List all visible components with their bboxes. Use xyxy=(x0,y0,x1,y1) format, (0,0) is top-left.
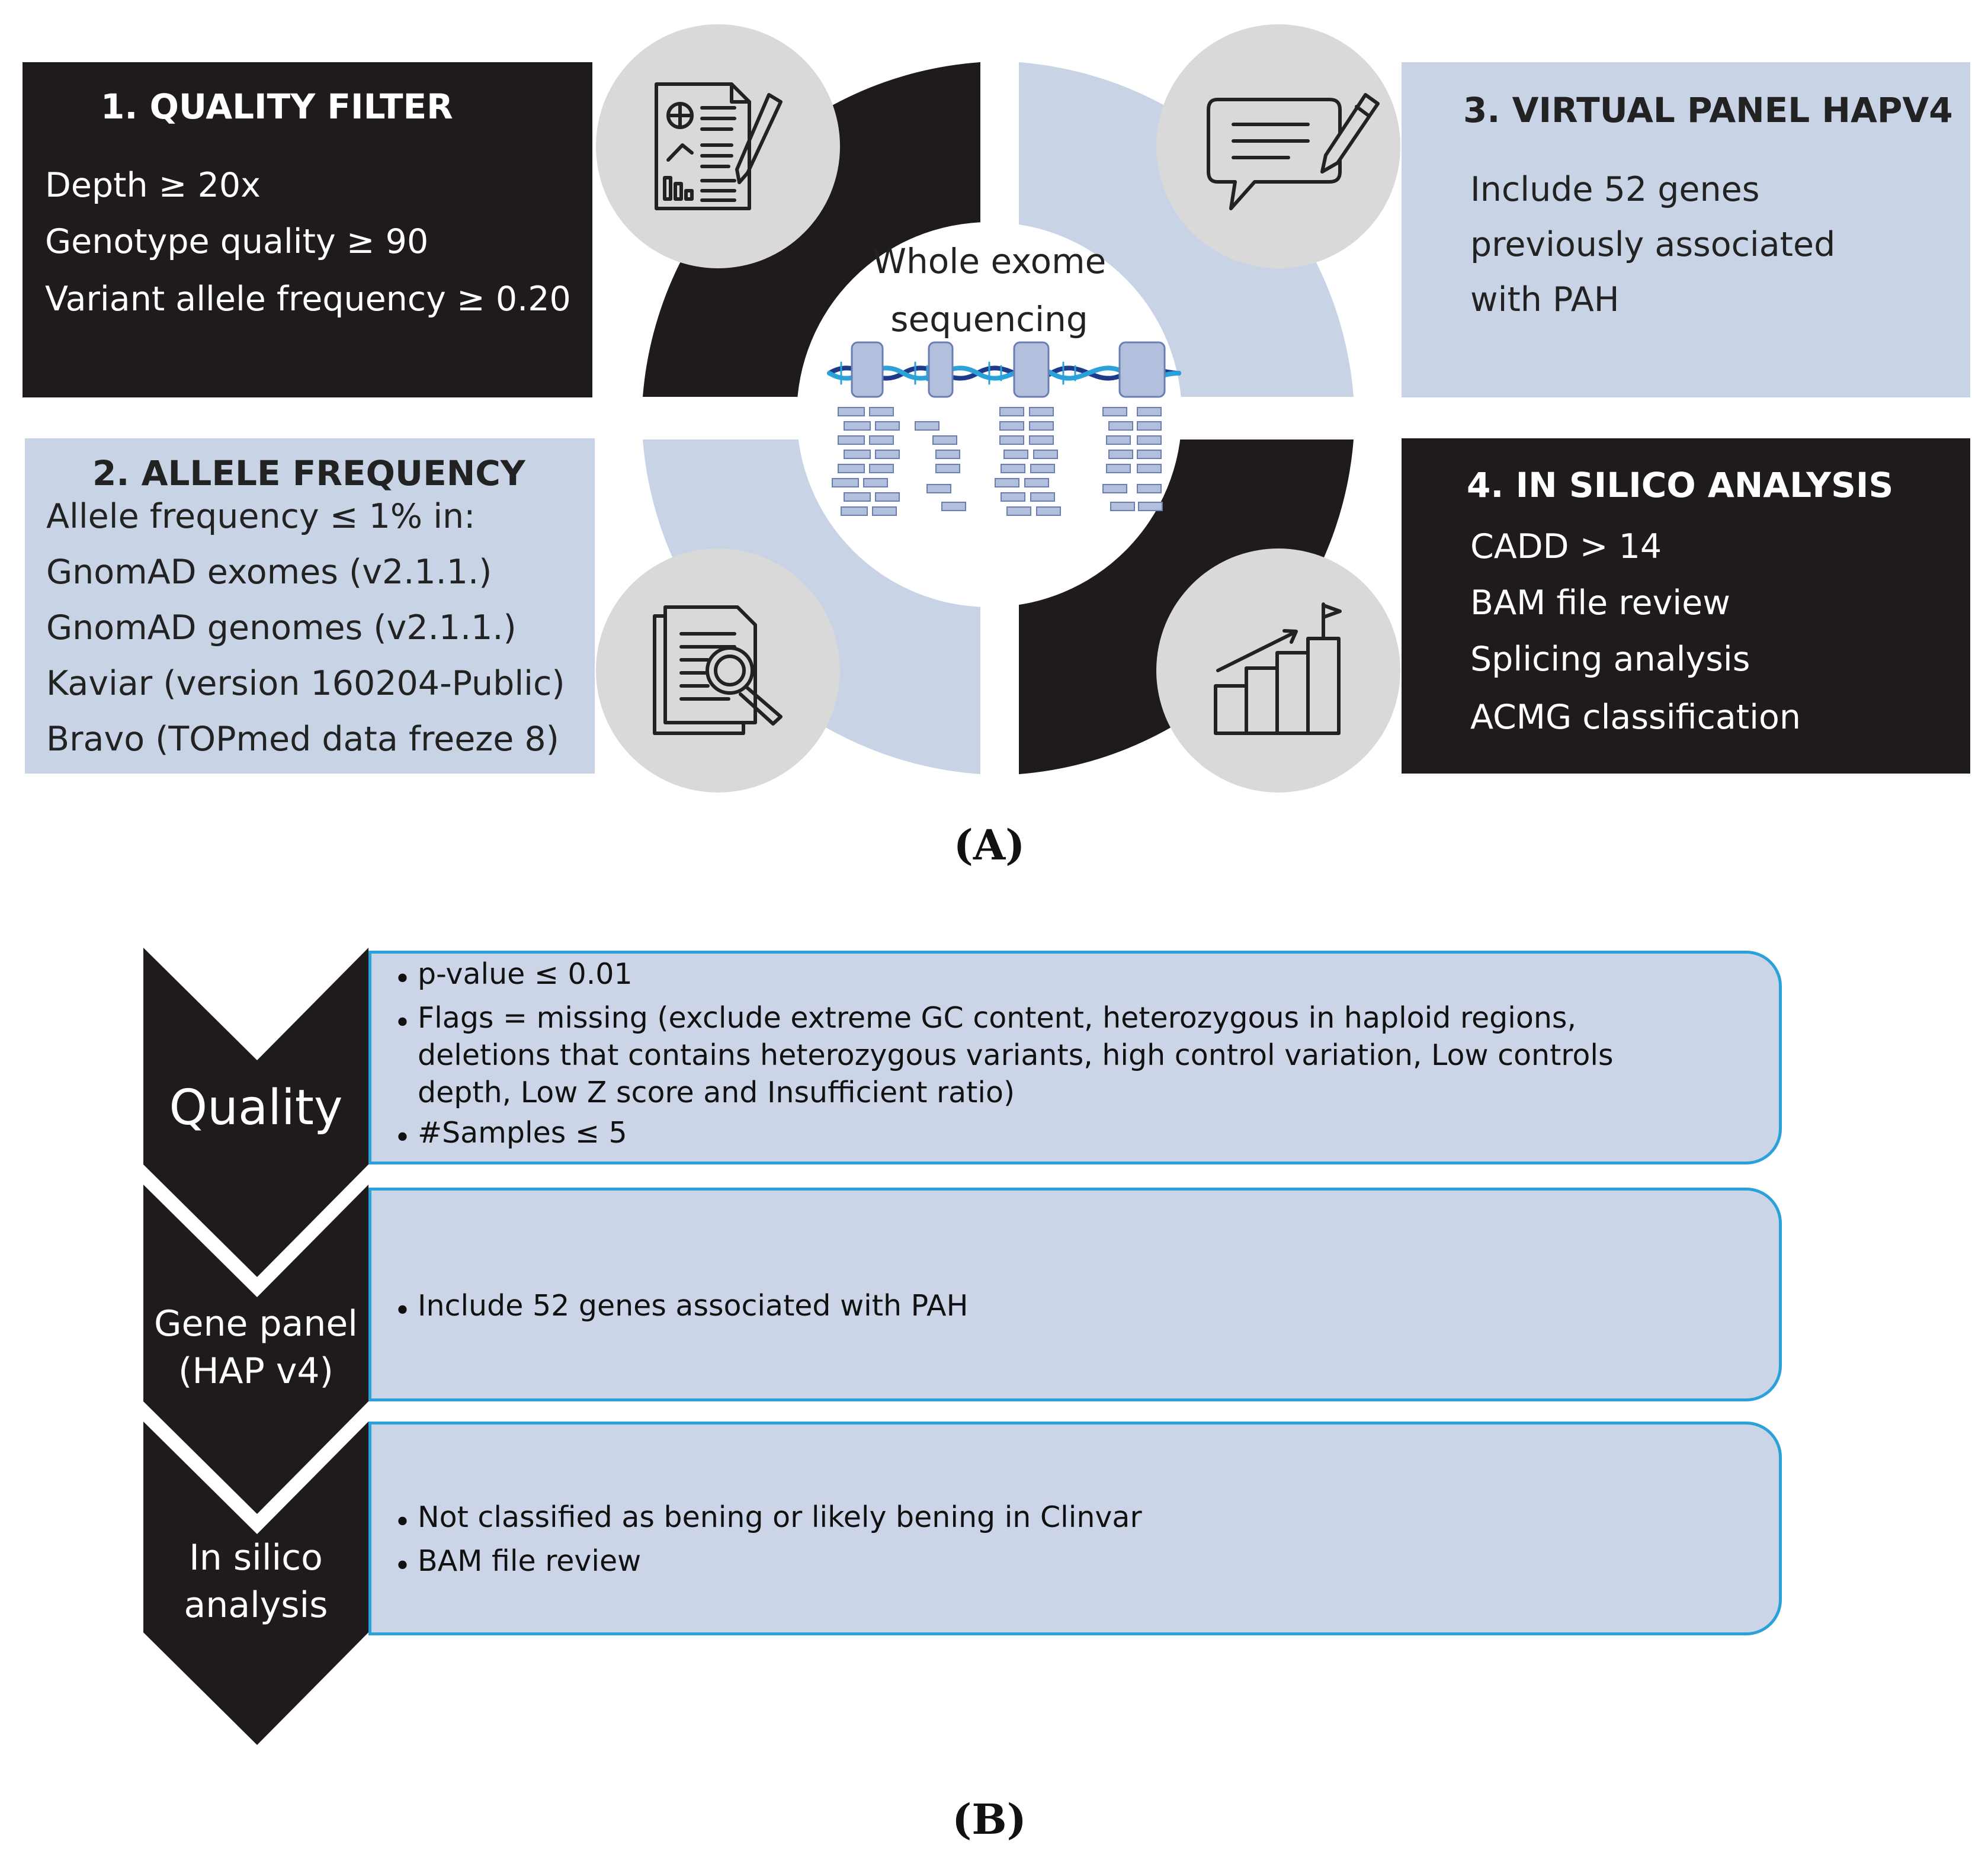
in-silico-line: ACMG classification xyxy=(1470,698,1801,737)
bullet-dot: • xyxy=(394,1549,411,1583)
step-label-in-silico: In silico xyxy=(189,1537,323,1579)
step-label-gene-panel: Gene panel xyxy=(154,1303,358,1345)
criteria-item: Include 52 genes associated with PAH xyxy=(418,1289,969,1323)
allele-frequency-title: 2. ALLELE FREQUENCY xyxy=(92,453,525,493)
allele-frequency-box: 2. ALLELE FREQUENCY Allele frequency ≤ 1… xyxy=(25,438,595,774)
growth-chart-icon xyxy=(1214,602,1342,735)
virtual-panel-title: 3. VIRTUAL PANEL HAPV4 xyxy=(1463,90,1953,130)
in-silico-line: Splicing analysis xyxy=(1470,640,1750,679)
center-label-line2: sequencing xyxy=(890,299,1088,339)
bullet-dot: • xyxy=(394,962,411,996)
allele-frequency-line: Kaviar (version 160204-Public) xyxy=(46,664,565,703)
criteria-item: p-value ≤ 0.01 xyxy=(418,957,633,991)
bullet-dot: • xyxy=(394,1121,411,1154)
report-icon xyxy=(655,82,783,210)
quality-filter-line: Variant allele frequency ≥ 0.20 xyxy=(45,280,571,319)
allele-frequency-line: GnomAD genomes (v2.1.1.) xyxy=(46,608,517,647)
virtual-panel-line: previously associated xyxy=(1470,225,1836,264)
arc-top-right xyxy=(1019,62,1354,397)
virtual-panel-box: 3. VIRTUAL PANEL HAPV4 Include 52 genes … xyxy=(1402,62,1970,397)
chevron-quality xyxy=(143,948,368,1277)
chevron-in-silico xyxy=(143,1422,368,1745)
center-label-line1: Whole exome xyxy=(872,241,1107,281)
in-silico-box: 4. IN SILICO ANALYSIS CADD > 14 BAM file… xyxy=(1402,438,1970,774)
bullet-dot: • xyxy=(394,1294,411,1327)
allele-frequency-line: GnomAD exomes (v2.1.1.) xyxy=(46,553,492,592)
step-label-gene-panel: (HAP v4) xyxy=(178,1350,334,1392)
panel-a-graphics xyxy=(596,24,1400,793)
caption-b: (B) xyxy=(952,1795,1027,1844)
virtual-panel-line: with PAH xyxy=(1470,280,1620,319)
bullet-dot: • xyxy=(394,1006,411,1040)
quality-filter-line: Depth ≥ 20x xyxy=(45,166,261,205)
gene-panel-criteria-box: • Include 52 genes associated with PAH xyxy=(368,1188,1782,1401)
quality-criteria-box: • p-value ≤ 0.01 • Flags = missing (excl… xyxy=(368,951,1782,1164)
step-label-quality: Quality xyxy=(169,1080,343,1136)
virtual-panel-line: Include 52 genes xyxy=(1470,170,1760,209)
criteria-item: #Samples ≤ 5 xyxy=(418,1116,627,1150)
criteria-item: BAM file review xyxy=(418,1544,642,1578)
in-silico-line: CADD > 14 xyxy=(1470,527,1662,566)
in-silico-criteria-box: • Not classified as bening or likely ben… xyxy=(368,1422,1782,1635)
allele-frequency-line: Bravo (TOPmed data freeze 8) xyxy=(46,720,559,759)
in-silico-title: 4. IN SILICO ANALYSIS xyxy=(1467,465,1894,505)
criteria-item: Flags = missing (exclude extreme GC cont… xyxy=(418,1001,1614,1109)
quality-filter-title: 1. QUALITY FILTER xyxy=(101,86,453,127)
dna-icon xyxy=(827,341,1181,516)
in-silico-line: BAM file review xyxy=(1470,583,1730,623)
chevron-gene-panel xyxy=(143,1185,368,1514)
document-search-icon xyxy=(653,605,783,735)
quality-filter-line: Genotype quality ≥ 90 xyxy=(45,222,429,261)
caption-a: (A) xyxy=(953,820,1025,870)
arc-top-left xyxy=(643,62,980,397)
step-label-in-silico: analysis xyxy=(184,1584,328,1626)
allele-frequency-line: Allele frequency ≤ 1% in: xyxy=(46,497,476,536)
criteria-item: Not classified as bening or likely benin… xyxy=(418,1500,1142,1534)
bullet-dot: • xyxy=(394,1505,411,1539)
quality-filter-box: 1. QUALITY FILTER Depth ≥ 20x Genotype q… xyxy=(23,62,592,397)
chat-edit-icon xyxy=(1207,93,1380,210)
icon-circle-top-right xyxy=(1156,24,1400,268)
